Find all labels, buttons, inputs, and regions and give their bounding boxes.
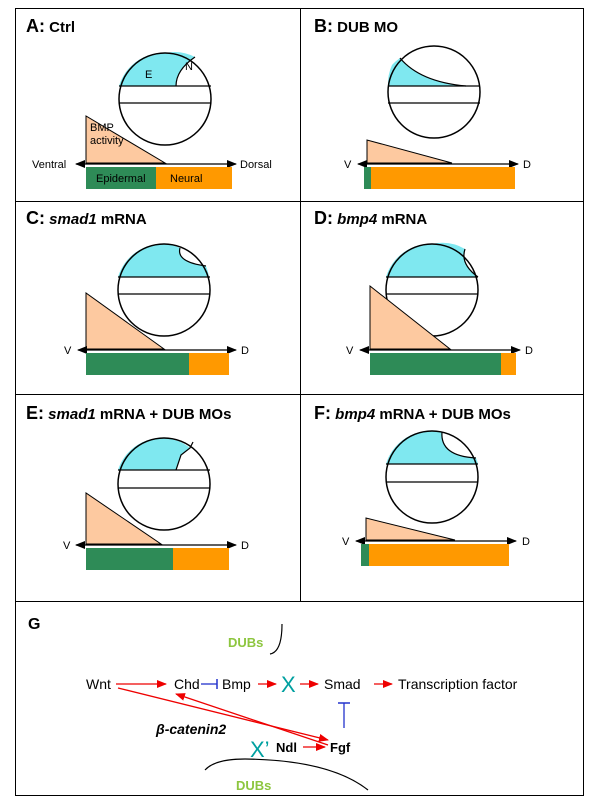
d-label-e: D — [241, 540, 249, 552]
dubs-bottom-bracket — [204, 758, 369, 791]
x-mark-2: X’ — [250, 737, 270, 762]
neural-bar-a — [156, 167, 232, 189]
panel-c-embryo — [117, 243, 211, 337]
v-label-d: V — [346, 345, 354, 357]
d-label-d: D — [525, 345, 533, 357]
bmp-gradient-e — [85, 492, 163, 545]
panel-f-label: mRNA + DUB MOs — [375, 406, 511, 423]
epidermal-bar-f — [361, 544, 369, 566]
panel-e-label: mRNA + DUB MOs — [95, 406, 232, 423]
x-mark-1: X — [281, 672, 296, 697]
column-divider — [300, 8, 301, 601]
panel-a-title: A: Ctrl — [26, 16, 75, 37]
node-chd: Chd — [174, 676, 200, 692]
epidermal-bar-a — [86, 167, 156, 189]
panel-a-embryo: E N — [118, 52, 212, 146]
bmp-activity-line1: BMP — [90, 122, 114, 134]
v-label-b: V — [344, 159, 352, 171]
neural-bar-c — [189, 353, 229, 375]
d-label-b: D — [523, 159, 531, 171]
bmp-gradient-c — [85, 292, 166, 350]
arrow-fgf-chd — [175, 693, 329, 746]
panel-e-letter: E: — [26, 403, 44, 423]
epidermal-label: Epidermal — [96, 173, 146, 185]
arrow-wnt-fgf — [117, 687, 329, 742]
bmp-activity-line2: activity — [90, 135, 124, 147]
dubs-bottom-label: DUBs — [236, 778, 271, 793]
node-fgf: Fgf — [330, 740, 351, 755]
panel-c-gene: smad1 — [49, 211, 97, 228]
panel-f-letter: F: — [314, 403, 331, 423]
epidermal-bar-d — [370, 353, 501, 375]
panel-c-label: mRNA — [96, 211, 147, 228]
panel-b-letter: B: — [314, 16, 333, 36]
row-divider-3 — [15, 601, 584, 602]
panel-f-gene: bmp4 — [335, 406, 376, 423]
node-wnt: Wnt — [86, 676, 111, 692]
v-label-c: V — [64, 345, 72, 357]
panel-a-letter: A: — [26, 16, 45, 36]
node-smad: Smad — [324, 676, 361, 692]
panel-c-letter: C: — [26, 208, 45, 228]
panel-d-gene: bmp4 — [337, 211, 378, 228]
figure-frame — [15, 8, 584, 796]
panel-e-title: E: smad1 mRNA + DUB MOs — [26, 403, 231, 424]
panel-a-label: Ctrl — [49, 19, 76, 36]
region-e-label: E — [145, 69, 152, 81]
neural-label: Neural — [170, 173, 202, 185]
neural-bar-d — [501, 353, 516, 375]
neural-bar-e — [173, 548, 229, 570]
d-label-c: D — [241, 345, 249, 357]
panel-b-label: DUB MO — [337, 19, 398, 36]
row-divider-1 — [15, 201, 584, 202]
region-n-label: N — [185, 61, 193, 73]
label-beta-catenin2: β-catenin2 — [155, 721, 226, 737]
neural-bar-b — [371, 167, 515, 189]
bmp-gradient-b — [366, 139, 453, 164]
panel-d-title: D: bmp4 mRNA — [314, 208, 427, 229]
dubs-top-bracket — [269, 623, 283, 655]
node-bmp: Bmp — [222, 676, 251, 692]
panel-f-embryo — [385, 430, 479, 524]
node-ndl: Ndl — [276, 740, 297, 755]
epidermal-bar-c — [86, 353, 189, 375]
d-label-f: D — [522, 536, 530, 548]
panel-e-gene: smad1 — [48, 406, 96, 423]
panel-g-letter: G — [28, 616, 40, 633]
panel-b-embryo — [387, 45, 481, 139]
panel-e-embryo — [117, 437, 211, 531]
panel-f-title: F: bmp4 mRNA + DUB MOs — [314, 403, 511, 424]
dubs-top-label: DUBs — [228, 635, 263, 650]
node-transcription-factor: Transcription factor — [398, 676, 518, 692]
row-divider-2 — [15, 394, 584, 395]
ventral-label: Ventral — [32, 159, 66, 171]
panel-d-label: mRNA — [377, 211, 428, 228]
bmp-gradient-d — [369, 284, 452, 350]
neural-bar-f — [369, 544, 509, 566]
panel-c-title: C: smad1 mRNA — [26, 208, 147, 229]
epidermal-bar-b — [364, 167, 371, 189]
panel-d-letter: D: — [314, 208, 333, 228]
epidermal-bar-e — [86, 548, 173, 570]
dorsal-label: Dorsal — [240, 159, 272, 171]
v-label-e: V — [63, 540, 71, 552]
v-label-f: V — [342, 536, 350, 548]
panel-b-title: B: DUB MO — [314, 16, 398, 37]
